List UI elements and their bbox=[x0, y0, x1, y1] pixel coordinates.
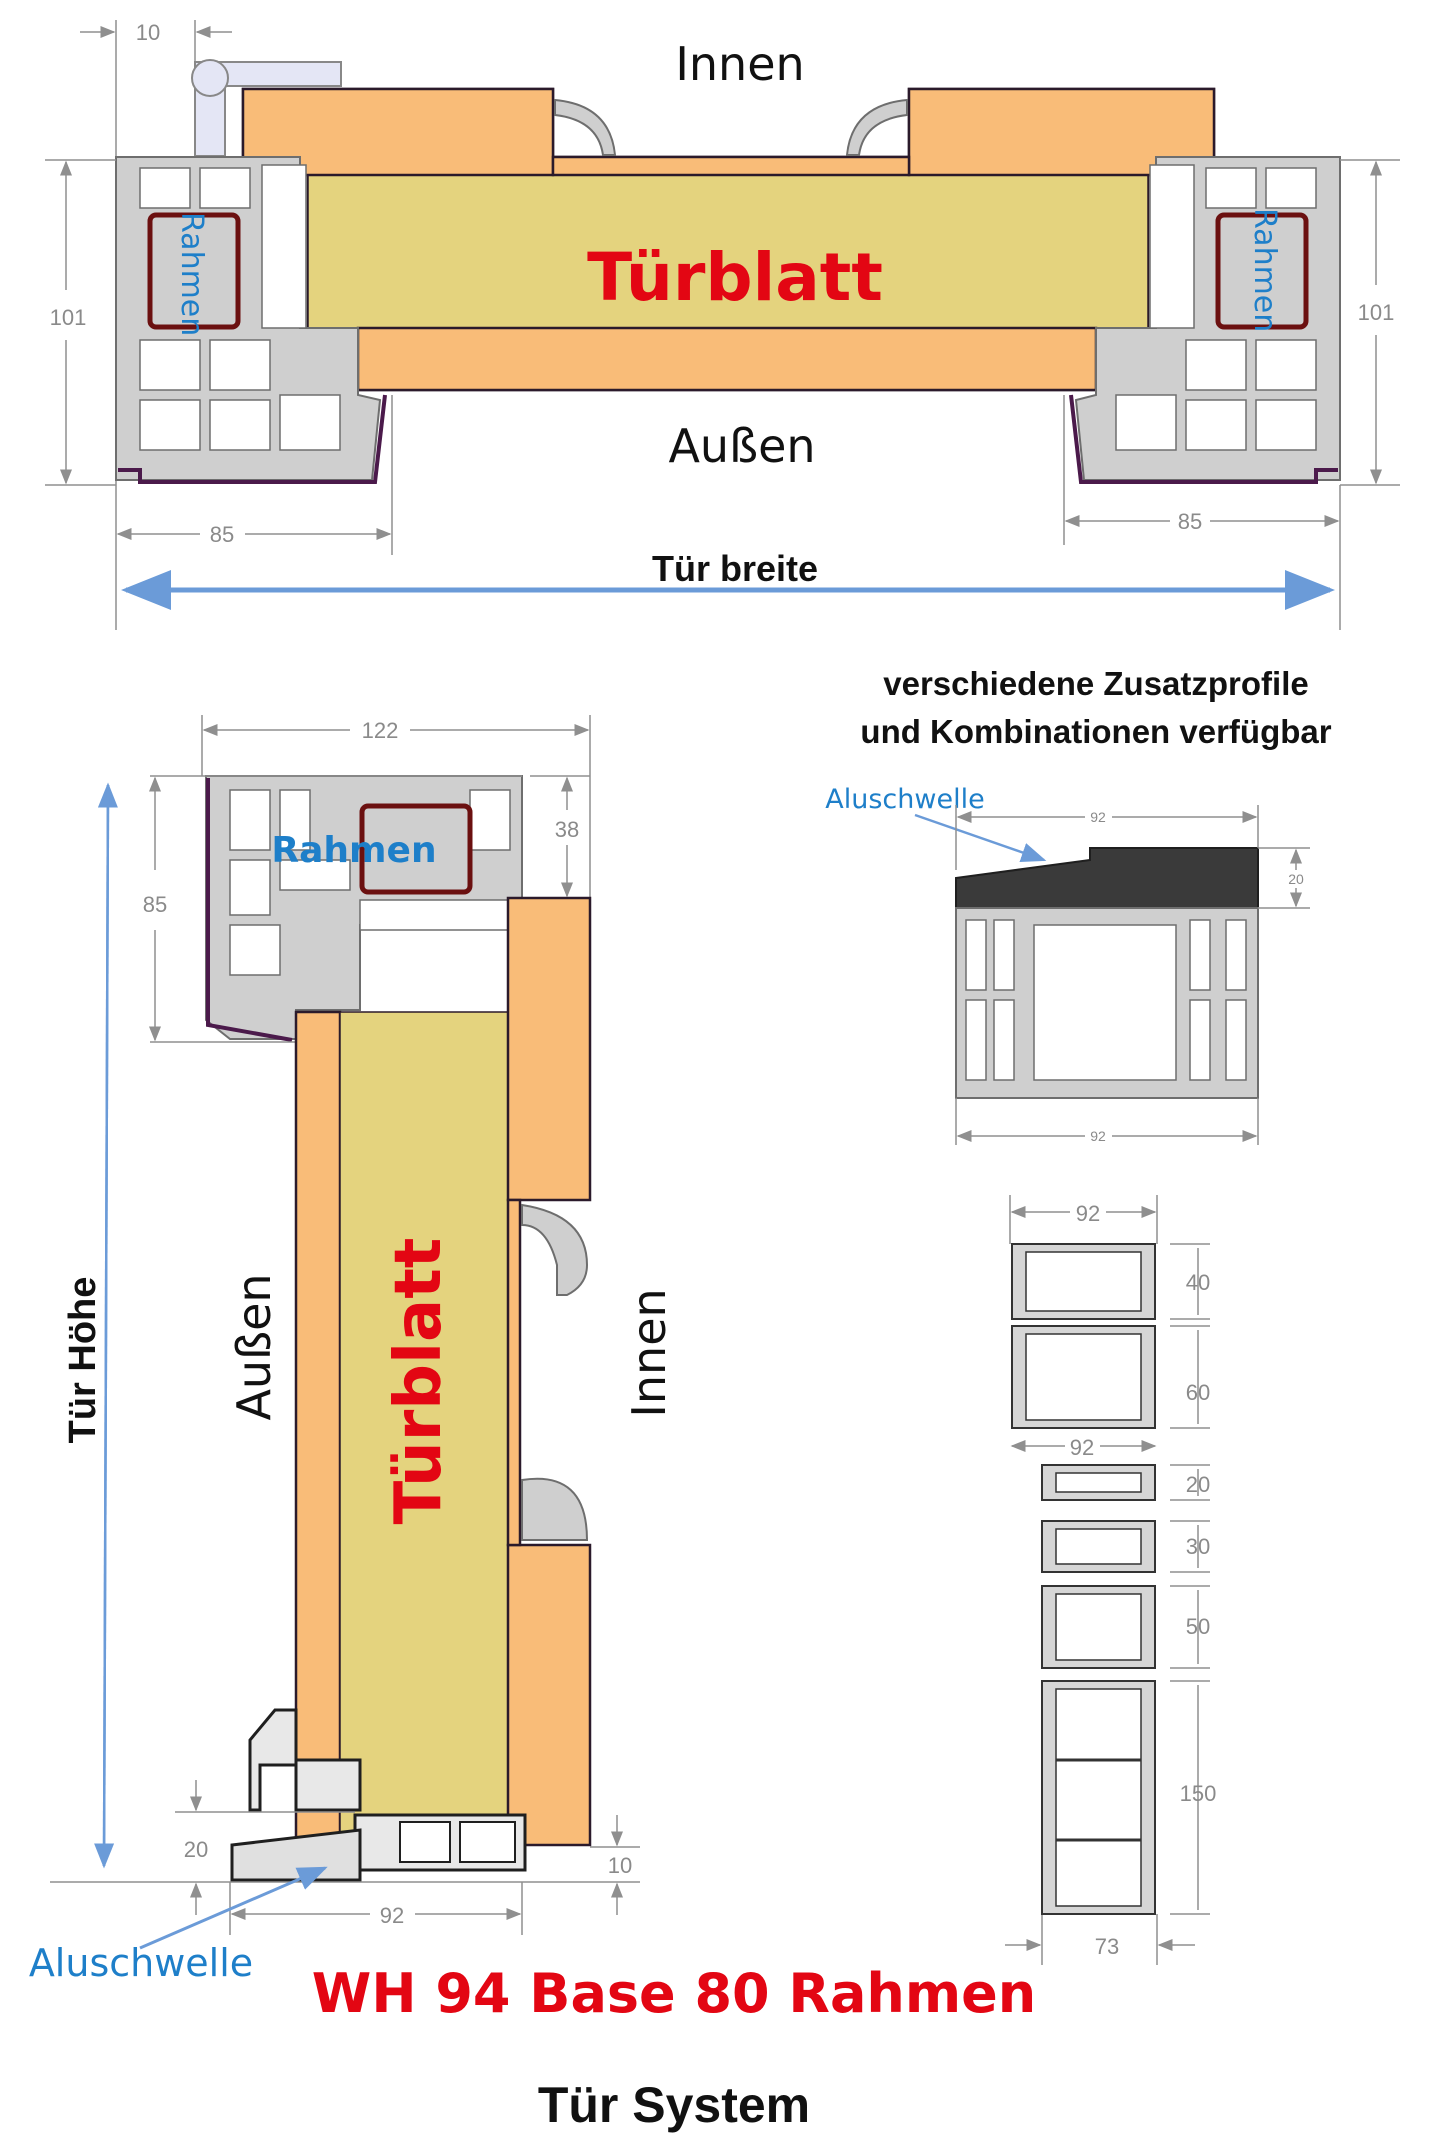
profile-chamber bbox=[1055, 1472, 1142, 1493]
gasket-left bbox=[554, 98, 617, 156]
vertical-cross-section: 122 Rahmen 85 38 bbox=[29, 715, 676, 1985]
stack-dim-bottom: 73 bbox=[1095, 1934, 1119, 1959]
profile-chamber bbox=[1055, 1593, 1142, 1661]
dim-85-left-label: 85 bbox=[210, 522, 234, 547]
profile-chamber bbox=[1025, 1251, 1142, 1312]
dim-38-label: 38 bbox=[555, 817, 579, 842]
profiles-heading-line2: und Kombinationen verfügbar bbox=[860, 713, 1331, 750]
top-cross-section: 10 bbox=[45, 20, 1400, 630]
steel-reinforcement-head bbox=[359, 803, 473, 895]
dim-85-right-label: 85 bbox=[1178, 509, 1202, 534]
dim-20-side-label: 20 bbox=[184, 1837, 208, 1862]
steel-reinforcement-right bbox=[1215, 212, 1309, 330]
frame-profile-head: Rahmen bbox=[205, 775, 523, 1042]
threshold-dim-height: 20 bbox=[1288, 871, 1304, 887]
stack-height-label: 50 bbox=[1186, 1614, 1210, 1639]
profile-chamber bbox=[1025, 1333, 1142, 1421]
innen-label: Innen bbox=[675, 37, 804, 91]
stack-height-label: 150 bbox=[1180, 1781, 1217, 1806]
stack-height-label: 20 bbox=[1186, 1472, 1210, 1497]
frame-profile-right: Rahmen bbox=[1069, 156, 1341, 484]
tuerblatt-label-side: Türblatt bbox=[382, 1238, 456, 1525]
door-leaf-side bbox=[294, 896, 592, 1847]
aussen-label: Außen bbox=[668, 419, 815, 473]
profile-chamber bbox=[1055, 1688, 1142, 1907]
dim-10-side-label: 10 bbox=[608, 1853, 632, 1878]
tuerblatt-label: Türblatt bbox=[587, 239, 883, 316]
door-width-label: Tür breite bbox=[652, 548, 818, 589]
stack-dim-mid: 92 bbox=[1070, 1435, 1094, 1460]
system-title: Tür System bbox=[538, 2077, 810, 2133]
rahmen-label-side: Rahmen bbox=[271, 830, 436, 871]
dim-85-side-label: 85 bbox=[143, 892, 167, 917]
threshold-dim-bottom: 92 bbox=[1090, 1128, 1106, 1144]
dim-92-side-label: 92 bbox=[380, 1903, 404, 1928]
gasket-upper bbox=[521, 1203, 589, 1296]
steel-reinforcement-left bbox=[147, 212, 241, 330]
dim-101-right-label: 101 bbox=[1358, 300, 1395, 325]
gasket-right bbox=[845, 98, 908, 156]
innen-label-side: Innen bbox=[622, 1288, 676, 1417]
stack-height-label: 60 bbox=[1186, 1380, 1210, 1405]
stack-height-label: 30 bbox=[1186, 1534, 1210, 1559]
dim-10-label: 10 bbox=[136, 20, 160, 45]
door-height-label: Tür Höhe bbox=[62, 1277, 104, 1444]
door-leaf-top bbox=[241, 87, 1216, 392]
threshold-dim-top: 92 bbox=[1090, 809, 1106, 825]
gasket-lower bbox=[521, 1477, 589, 1541]
profile-chamber bbox=[1055, 1528, 1142, 1565]
frame-profile-left: Rahmen bbox=[115, 156, 387, 484]
aussen-label-side: Außen bbox=[227, 1273, 281, 1420]
extension-profile-stack: 40 60 20 30 50 150 bbox=[1011, 1243, 1217, 1915]
profiles-heading-line1: verschiedene Zusatzprofile bbox=[883, 665, 1308, 702]
aluschwelle-label-side: Aluschwelle bbox=[29, 1941, 253, 1985]
rahmen-label-right: Rahmen bbox=[1247, 208, 1282, 332]
rahmen-label-left: Rahmen bbox=[174, 212, 209, 336]
additional-profiles: verschiedene Zusatzprofile und Kombinati… bbox=[825, 665, 1332, 1965]
stack-height-label: 40 bbox=[1186, 1270, 1210, 1295]
threshold-assembly bbox=[230, 1708, 527, 1882]
model-title: WH 94 Base 80 Rahmen bbox=[312, 1962, 1036, 2025]
dim-101-left-label: 101 bbox=[50, 305, 87, 330]
stack-dim-top: 92 bbox=[1076, 1201, 1100, 1226]
dim-122-label: 122 bbox=[362, 718, 399, 743]
aluschwelle-label-profile: Aluschwelle bbox=[825, 784, 984, 815]
threshold-profile bbox=[955, 847, 1259, 1099]
